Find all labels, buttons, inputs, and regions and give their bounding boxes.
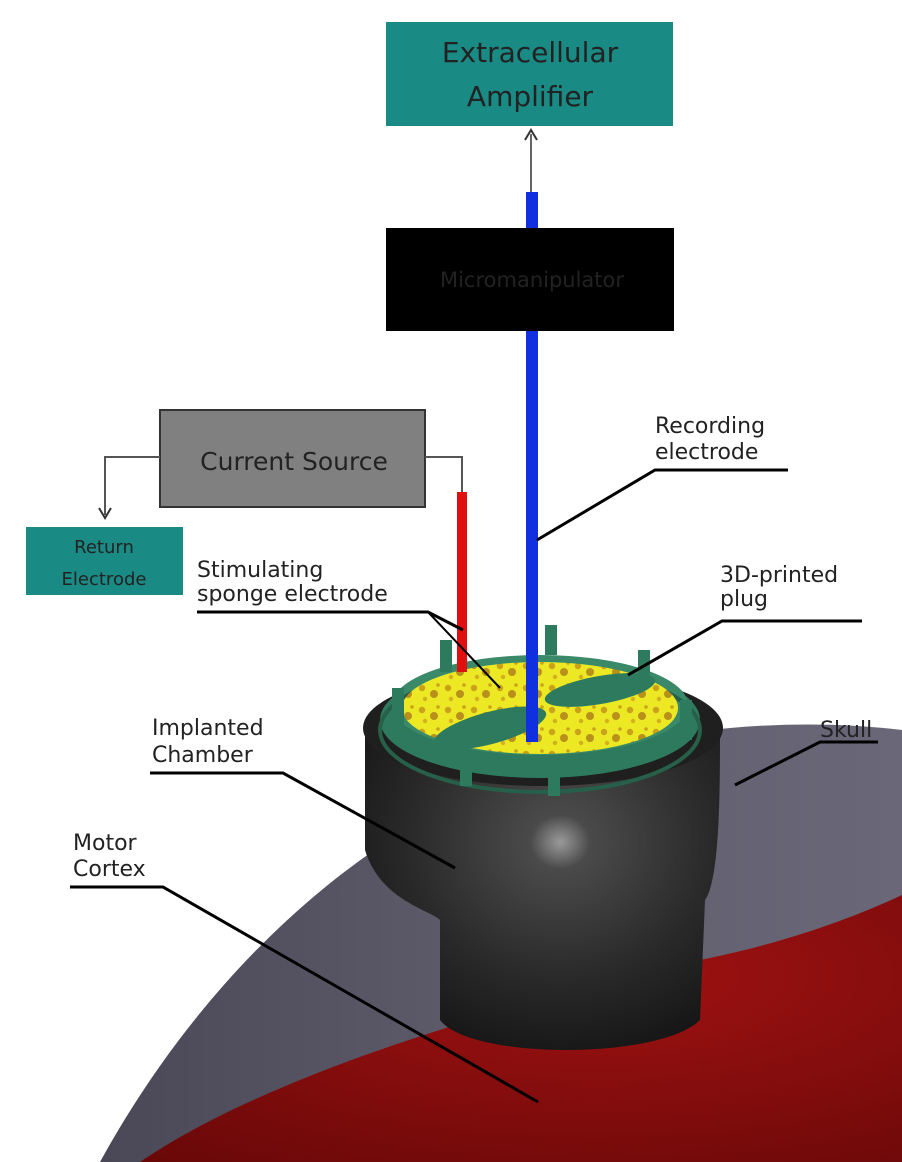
chamber-label-line2: Chamber <box>152 743 254 768</box>
plug-label-line2: plug <box>720 587 768 612</box>
plug-label-line1: 3D-printed <box>720 563 838 588</box>
stimulating-label-line2: sponge electrode <box>197 582 388 607</box>
return-electrode-box: Return Electrode <box>26 527 183 595</box>
callout-motor-cortex: Motor Cortex <box>70 831 539 1104</box>
recording-label-line1: Recording <box>655 414 765 439</box>
amplifier-label-line1: Extracellular <box>442 36 619 69</box>
arrow-head-icon <box>524 128 538 141</box>
skull-label: Skull <box>820 718 872 743</box>
stimulating-electrode <box>457 492 467 672</box>
callout-recording-electrode: Recording electrode <box>536 414 788 542</box>
callout-skull: Skull <box>734 718 878 787</box>
return-label-line2: Electrode <box>62 569 147 590</box>
printed-plug <box>378 625 702 796</box>
amplifier-label-line2: Amplifier <box>467 80 594 113</box>
chamber-label-line1: Implanted <box>152 716 264 741</box>
recording-label-line2: electrode <box>655 440 758 465</box>
current-wire-right <box>425 456 463 492</box>
current-wire-left <box>104 456 160 515</box>
callout-stimulating-electrode: Stimulating sponge electrode <box>197 558 501 689</box>
return-arrow-head-icon <box>98 507 112 520</box>
extracellular-amplifier-box: Extracellular Amplifier <box>386 22 673 126</box>
callout-printed-plug: 3D-printed plug <box>627 563 862 677</box>
current-source-label: Current Source <box>200 447 388 476</box>
return-label-line1: Return <box>74 537 134 558</box>
current-source-box: Current Source <box>159 409 426 508</box>
callout-implanted-chamber: Implanted Chamber <box>150 716 456 870</box>
cortex-label-line1: Motor <box>73 831 138 856</box>
micromanipulator-box: Micromanipulator <box>386 228 674 331</box>
micromanipulator-label: Micromanipulator <box>440 268 624 292</box>
stimulating-label-line1: Stimulating <box>197 558 323 583</box>
cortex-label-line2: Cortex <box>73 857 146 882</box>
